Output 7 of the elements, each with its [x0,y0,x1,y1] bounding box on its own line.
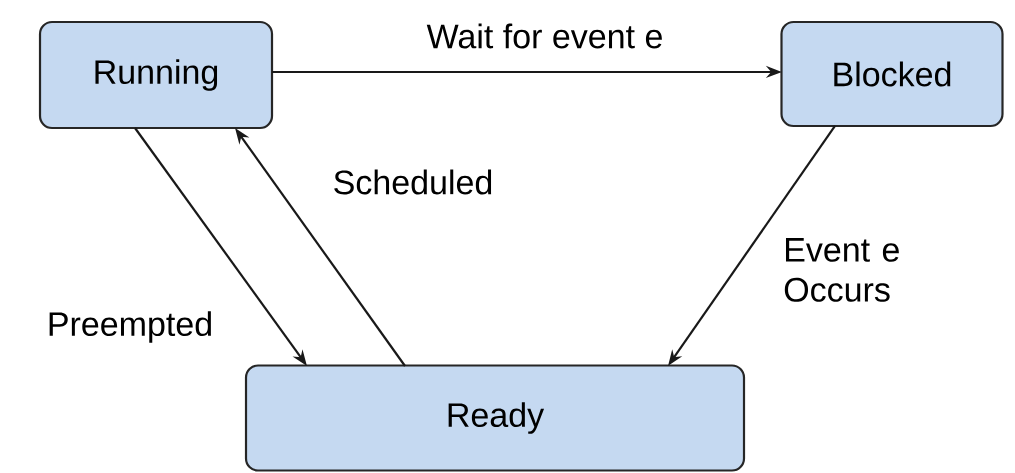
edge-label: Preempted [49,311,211,343]
edge-label: Scheduled [334,169,492,195]
edge-label: Wait for event e [426,23,662,49]
edge-label: Event e Occurs [784,238,899,302]
state-box: Ready [244,364,746,472]
state-box: Running [38,20,274,130]
state-box: Blocked [780,20,1004,128]
